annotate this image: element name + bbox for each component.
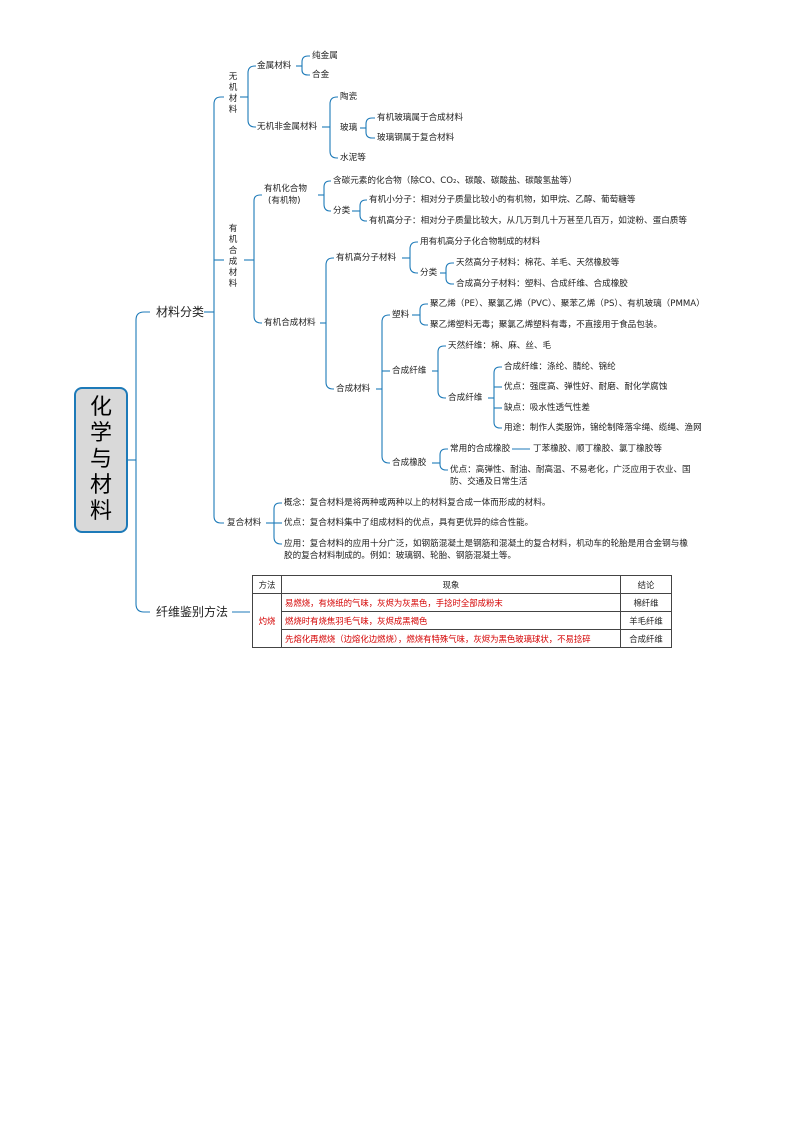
natural-polymer: 天然高分子材料：棉花、羊毛、天然橡胶等 bbox=[456, 258, 620, 268]
organic-compound-alias: (有机物) bbox=[268, 196, 301, 206]
pure-metal: 纯金属 bbox=[312, 51, 338, 61]
synthetic-fiber-group: 合成纤维 bbox=[392, 366, 427, 376]
table-header-row: 方法 现象 结论 bbox=[252, 575, 672, 594]
plastic-examples: 聚乙烯（PE）、聚氯乙烯（PVC）、聚苯乙烯（PS）、有机玻璃（PMMA） bbox=[430, 299, 705, 309]
conclusion-cell: 羊毛纤维 bbox=[620, 611, 672, 630]
phenomenon-cell: 燃烧时有烧焦羽毛气味，灰烬成黑褐色 bbox=[281, 611, 621, 630]
organic-synthetic-label: 有机合成材料 bbox=[228, 224, 238, 289]
composite-concept: 概念：复合材料是将两种或两种以上的材料复合成一体而形成的材料。 bbox=[284, 498, 551, 508]
common-rubber: 常用的合成橡胶 bbox=[450, 444, 511, 454]
phenomenon-cell: 易燃烧，有烧纸的气味，灰烬为灰黑色，手捻时全部成粉末 bbox=[281, 593, 621, 612]
table-row: 燃烧时有烧焦羽毛气味，灰烬成黑褐色 羊毛纤维 bbox=[253, 611, 672, 630]
synthetic-material: 合成材料 bbox=[336, 384, 371, 394]
root-title: 化学与材料 bbox=[89, 395, 112, 524]
root-node: 化学与材料 bbox=[74, 387, 128, 533]
glass: 玻璃 bbox=[340, 123, 358, 133]
fiber-types: 合成纤维：涤纶、腈纶、锦纶 bbox=[504, 362, 616, 372]
synthetic-fiber: 合成纤维 bbox=[448, 393, 483, 403]
conclusion-cell: 合成纤维 bbox=[620, 629, 672, 648]
rubber-advantages-line1: 优点：高弹性、耐油、耐高温、不易老化，广泛应用于农业、国 bbox=[450, 465, 691, 475]
inorganic-label: 无机材料 bbox=[228, 72, 238, 115]
header-method: 方法 bbox=[252, 575, 282, 594]
table-row: 灼烧 易燃烧，有烧纸的气味，灰烬为灰黑色，手捻时全部成粉末 棉纤维 bbox=[252, 593, 672, 648]
metal-material: 金属材料 bbox=[257, 61, 292, 71]
natural-fiber: 天然纤维：棉、麻、丝、毛 bbox=[448, 341, 552, 351]
synthetic-rubber: 合成橡胶 bbox=[392, 458, 427, 468]
alloy: 合金 bbox=[312, 70, 330, 80]
table-row: 先熔化再燃烧（边熔化边燃烧），燃烧有特殊气味，灰烬为黑色玻璃球状，不易捻碎 合成… bbox=[253, 629, 672, 648]
header-conclusion: 结论 bbox=[620, 575, 672, 594]
small-molecule: 有机小分子：相对分子质量比较小的有机物，如甲烷、乙醇、葡萄糖等 bbox=[369, 195, 636, 205]
synthetic-polymer: 合成高分子材料：塑料、合成纤维、合成橡胶 bbox=[456, 279, 628, 289]
ceramics: 陶瓷 bbox=[340, 92, 358, 102]
plastic: 塑料 bbox=[392, 310, 410, 320]
branch-fiber-identification: 纤维鉴别方法 bbox=[156, 605, 229, 619]
organic-compound: 有机化合物 bbox=[264, 184, 307, 194]
fiber-uses: 用途：制作人类服饰，锦纶制降落伞绳、缆绳、渔网 bbox=[504, 423, 702, 433]
fiber-disadvantages: 缺点：吸水性透气性差 bbox=[504, 403, 590, 413]
rubber-advantages-line2: 防、交通及日常生活 bbox=[450, 477, 528, 487]
plastic-note: 聚乙烯塑料无毒；聚氯乙烯塑料有毒，不直接用于食品包装。 bbox=[430, 320, 663, 330]
rubber-examples: 丁苯橡胶、顺丁橡胶、氯丁橡胶等 bbox=[533, 444, 662, 454]
phenomenon-cell: 先熔化再燃烧（边熔化边燃烧），燃烧有特殊气味，灰烬为黑色玻璃球状，不易捻碎 bbox=[281, 629, 621, 648]
organic-classify: 分类 bbox=[333, 206, 351, 216]
polymer: 有机高分子：相对分子质量比较大，从几万到几十万甚至几百万，如淀粉、蛋白质等 bbox=[369, 216, 687, 226]
polymer-classify: 分类 bbox=[420, 268, 438, 278]
polymer-material-definition: 用有机高分子化合物制成的材料 bbox=[420, 237, 541, 247]
organic-compound-definition: 含碳元素的化合物（除CO、CO₂、碳酸、碳酸盐、碳酸氢盐等） bbox=[333, 176, 577, 186]
inorganic-nonmetal: 无机非金属材料 bbox=[257, 122, 318, 132]
composite-advantage: 优点：复合材料集中了组成材料的优点，具有更优异的综合性能。 bbox=[284, 518, 534, 528]
header-phenomenon: 现象 bbox=[281, 575, 621, 594]
conclusion-cell: 棉纤维 bbox=[620, 593, 672, 612]
organic-glass-note: 有机玻璃属于合成材料 bbox=[377, 113, 463, 123]
fiber-advantages: 优点：强度高、弹性好、耐磨、耐化学腐蚀 bbox=[504, 382, 668, 392]
composite-label: 复合材料 bbox=[227, 518, 262, 528]
organic-synthetic-material: 有机合成材料 bbox=[264, 318, 316, 328]
branch-classification: 材料分类 bbox=[156, 305, 205, 319]
fiber-identification-table: 方法 现象 结论 灼烧 易燃烧，有烧纸的气味，灰烬为灰黑色，手捻时全部成粉末 棉… bbox=[252, 575, 672, 648]
cement: 水泥等 bbox=[340, 153, 366, 163]
composite-application-line2: 胶的复合材料制成的。例如：玻璃钢、轮胎、钢筋混凝土等。 bbox=[284, 551, 517, 561]
composite-application-line1: 应用：复合材料的应用十分广泛，如钢筋混凝土是钢筋和混凝土的复合材料，机动车的轮胎… bbox=[284, 539, 688, 549]
fiberglass-note: 玻璃钢属于复合材料 bbox=[377, 133, 455, 143]
method-burning: 灼烧 bbox=[252, 593, 282, 648]
polymer-material: 有机高分子材料 bbox=[336, 253, 397, 263]
